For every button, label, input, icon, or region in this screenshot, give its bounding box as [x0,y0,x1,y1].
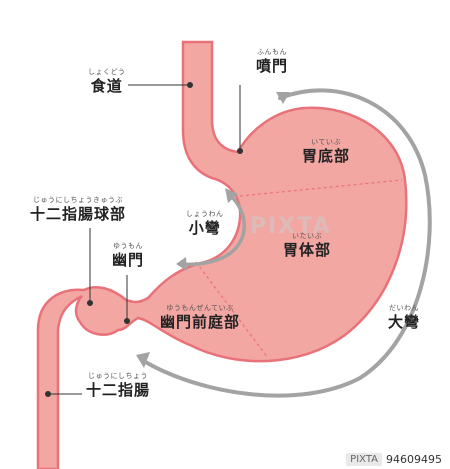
greater-arrow-head-bottom [136,352,150,368]
label-duodenum: じゅうにしちょう 十二指腸 [86,372,151,399]
stomach-shape [36,40,408,469]
label-antrum: ゆうもんぜんていぶ 幽門前庭部 [160,304,241,331]
label-esophagus: しょくどう 食道 [88,68,126,95]
lesser-arrow-head-bottom [176,257,187,271]
label-greater-curvature: だいわん 大彎 [388,304,421,331]
footer-id: 94609495 [386,452,442,466]
label-lesser-curvature: しょうわん 小彎 [186,210,224,237]
footer: PIXTA 94609495 [0,449,450,469]
label-duodenal-bulb: じゅうにしちょうきゅうぶ 十二指腸球部 [30,196,127,223]
label-body: いたいぶ 胃体部 [283,232,332,259]
lesser-curvature-arrow [178,194,246,267]
body-antrum-divider [195,261,269,359]
lesser-arrow-head-top [225,188,238,203]
greater-curvature-arrow [140,88,432,398]
footer-brand: PIXTA [346,452,382,466]
label-cardia: ふんもん 噴門 [256,48,289,75]
greater-arrow-head-top [276,92,290,104]
label-fundus: いていぶ 胃底部 [302,138,351,165]
leader-lines [48,84,241,395]
label-pylorus: ゆうもん 幽門 [112,242,145,269]
watermark-text: PIXTA [250,214,332,239]
